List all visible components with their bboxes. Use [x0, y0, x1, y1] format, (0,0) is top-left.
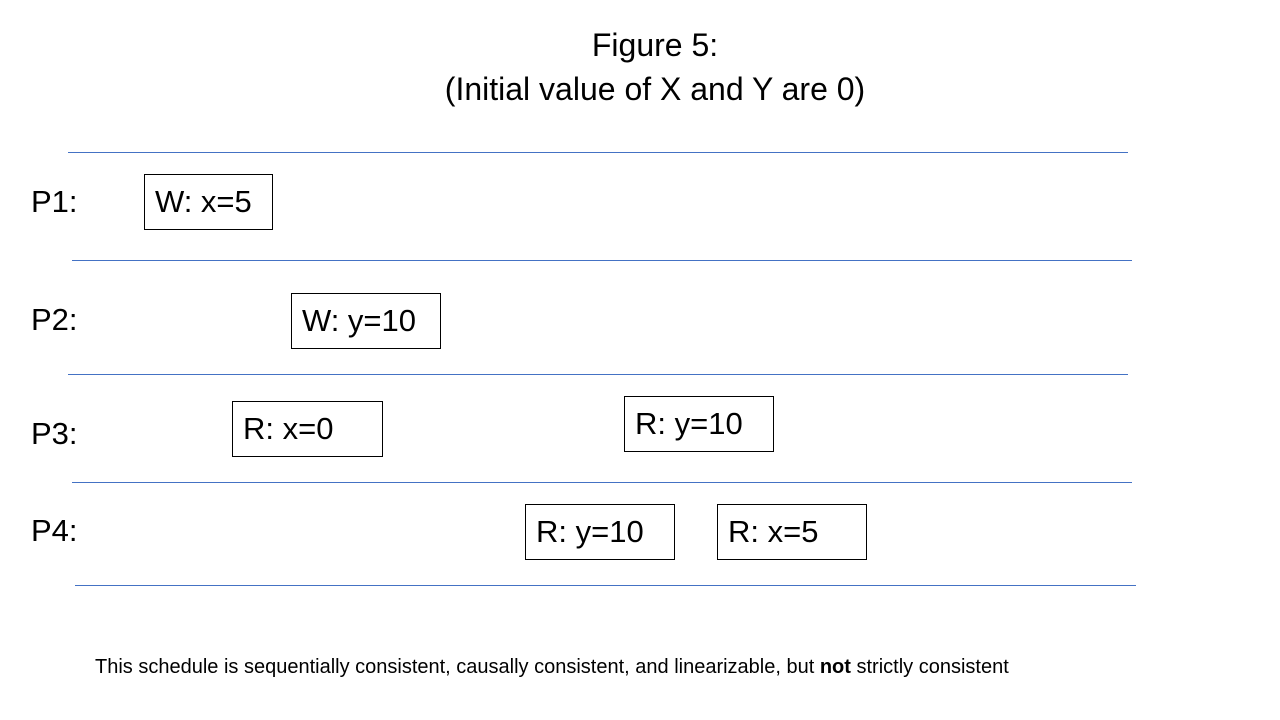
timeline-divider: [75, 585, 1136, 586]
operation-box-p2-write-y: W: y=10: [291, 293, 441, 349]
process-label-p3: P3:: [31, 416, 78, 451]
timeline-divider: [72, 260, 1132, 261]
operation-box-p3-read-y: R: y=10: [624, 396, 774, 452]
timeline-divider: [68, 152, 1128, 153]
figure-title: Figure 5:: [591, 27, 719, 63]
caption-text-before: This schedule is sequentially consistent…: [95, 656, 820, 678]
operation-box-p4-read-y: R: y=10: [525, 504, 675, 560]
timeline-divider: [68, 374, 1128, 375]
figure-subtitle: (Initial value of X and Y are 0): [444, 71, 866, 107]
process-label-p2: P2:: [31, 302, 78, 337]
process-label-p4: P4:: [31, 513, 78, 548]
figure-caption: This schedule is sequentially consistent…: [95, 654, 1009, 680]
caption-text-after: strictly consistent: [850, 656, 1009, 678]
operation-box-p3-read-x: R: x=0: [232, 401, 383, 457]
process-label-p1: P1:: [31, 184, 78, 219]
timeline-divider: [72, 482, 1132, 483]
operation-box-p1-write-x: W: x=5: [144, 174, 273, 230]
caption-emphasis: not: [819, 656, 851, 678]
operation-box-p4-read-x: R: x=5: [717, 504, 867, 560]
